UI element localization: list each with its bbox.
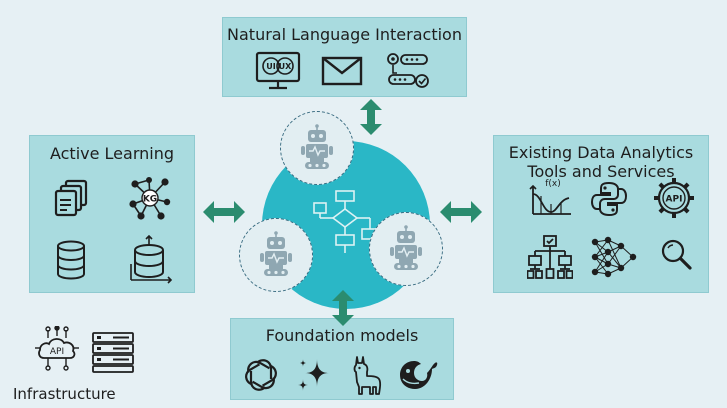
existing-data-analytics-title-line2: Tools and Services: [527, 162, 675, 181]
agent-robot-right: [369, 212, 443, 286]
agent-robot-left: [239, 218, 313, 292]
function-plot-icon: f(x): [527, 174, 573, 220]
ui-ux-monitor-icon: UI UX: [255, 51, 301, 91]
robot-icon: [257, 231, 295, 277]
foundation-models-title: Foundation models: [265, 326, 419, 345]
gemini-sparkle-icon: [295, 355, 333, 393]
knowledge-graph-icon: KG: [127, 176, 173, 220]
infra-api-label: API: [50, 347, 64, 357]
api-gear-label: API: [666, 195, 683, 205]
openai-logo-icon: [243, 357, 279, 393]
robot-icon: [387, 225, 425, 271]
api-gear-icon: API: [652, 176, 696, 220]
decision-tree-icon: [527, 234, 573, 280]
existing-data-analytics-box: Existing Data Analytics Tools and Servic…: [493, 135, 709, 293]
natural-language-interaction-box: Natural Language Interaction UI UX: [222, 17, 467, 97]
cloud-api-icon: API: [34, 326, 80, 372]
double-arrow-left: [203, 201, 245, 227]
server-rack-icon: [91, 331, 135, 373]
kg-label: KG: [143, 195, 157, 205]
neural-network-icon: [590, 234, 638, 280]
fx-label: f(x): [545, 179, 561, 189]
double-arrow-top: [359, 99, 383, 139]
foundation-models-box: Foundation models: [230, 318, 454, 400]
infrastructure-label: Infrastructure: [13, 385, 116, 403]
ui-label: UI: [266, 62, 275, 71]
llama-icon: [349, 354, 383, 396]
robot-icon: [298, 124, 336, 170]
agent-robot-top: [280, 111, 354, 185]
magnifier-icon: [660, 238, 694, 272]
settings-flow-icon: [385, 51, 431, 91]
active-learning-box: Active Learning: [29, 135, 195, 293]
envelope-icon: [321, 56, 363, 86]
database-icon: [55, 240, 87, 280]
natural-language-interaction-title: Natural Language Interaction: [227, 25, 462, 44]
deepseek-whale-icon: [397, 355, 439, 393]
active-learning-title: Active Learning: [49, 144, 175, 163]
existing-data-analytics-title-line1: Existing Data Analytics: [508, 143, 694, 162]
flowchart-icon: [312, 189, 378, 255]
ux-label: UX: [279, 62, 292, 71]
database-scale-icon: [127, 234, 175, 284]
double-arrow-right: [440, 201, 482, 227]
python-icon: [590, 180, 628, 218]
documents-icon: [52, 178, 92, 218]
double-arrow-bottom: [331, 290, 355, 330]
